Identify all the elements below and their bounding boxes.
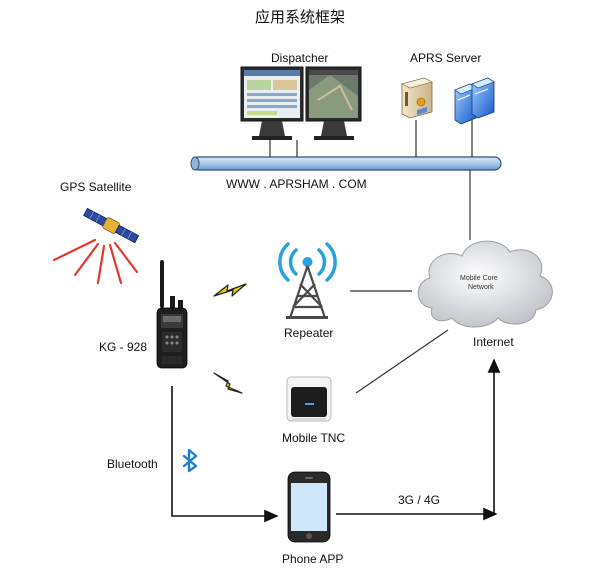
tnc-icon bbox=[286, 376, 332, 422]
diagram-title: 应用系统框架 bbox=[254, 8, 345, 26]
radio-icon bbox=[156, 260, 188, 369]
satellite-icon bbox=[83, 207, 140, 244]
phone-icon bbox=[287, 471, 331, 543]
monitors-icon bbox=[240, 66, 362, 140]
gps-satellite-label: GPS Satellite bbox=[60, 180, 132, 194]
server-icon bbox=[454, 77, 495, 125]
lightning-icon bbox=[213, 372, 243, 394]
tnc-to-cloud-link bbox=[355, 329, 449, 394]
cloud-text-line-1: Mobile Core bbox=[460, 275, 498, 282]
radio-to-phone-arrow bbox=[171, 386, 279, 523]
connector-lines bbox=[269, 120, 473, 394]
dispatcher-label: Dispatcher bbox=[271, 51, 329, 65]
aprs-server-label: APRS Server bbox=[410, 51, 482, 65]
cellular-label: 3G / 4G bbox=[398, 493, 441, 507]
internet-label: Internet bbox=[473, 335, 514, 349]
cloud-icon bbox=[417, 240, 553, 328]
network-bus bbox=[190, 156, 502, 171]
cloud-text-line-2: Network bbox=[468, 284, 494, 291]
mobile-tnc-label: Mobile TNC bbox=[282, 431, 346, 445]
phone-app-label: Phone APP bbox=[282, 552, 344, 566]
tower-icon bbox=[278, 242, 337, 319]
radio-model-label: KG - 928 bbox=[99, 340, 148, 354]
lightning-icon bbox=[213, 283, 247, 297]
bluetooth-icon bbox=[182, 448, 198, 473]
bluetooth-label: Bluetooth bbox=[107, 457, 158, 471]
flow-arrows bbox=[171, 358, 501, 523]
server-icon bbox=[401, 77, 433, 119]
satellite-signal-rays bbox=[52, 238, 139, 285]
repeater-label: Repeater bbox=[284, 326, 334, 340]
website-label: WWW . APRSHAM . COM bbox=[226, 177, 367, 191]
